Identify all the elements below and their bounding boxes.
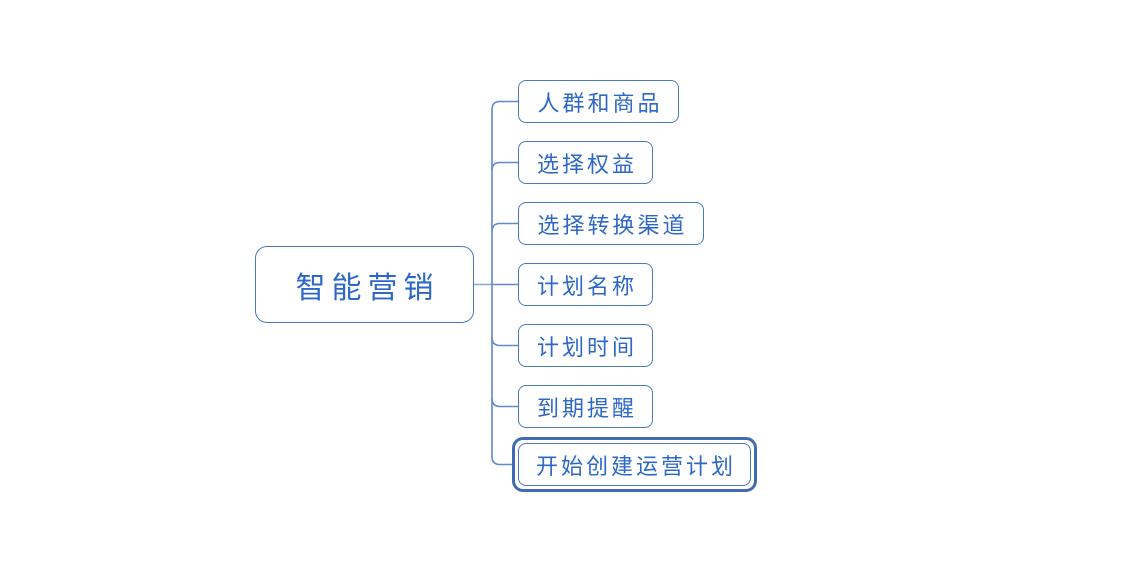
connector-branch bbox=[491, 397, 519, 408]
connector-branch bbox=[491, 336, 519, 347]
mindmap-node[interactable]: 计划名称 bbox=[518, 263, 653, 306]
mindmap-node[interactable]: 选择转换渠道 bbox=[518, 202, 704, 245]
mindmap-node[interactable]: 选择权益 bbox=[518, 141, 653, 184]
connector-branch bbox=[491, 100, 519, 111]
mindmap-node-selected[interactable]: 开始创建运营计划 bbox=[512, 437, 757, 492]
mindmap-node[interactable]: 到期提醒 bbox=[518, 385, 653, 428]
mindmap-node[interactable]: 人群和商品 bbox=[518, 80, 679, 123]
connector-branch bbox=[491, 222, 519, 233]
connector-branch bbox=[491, 455, 513, 466]
mindmap-node[interactable]: 计划时间 bbox=[518, 324, 653, 367]
mindmap-root-node[interactable]: 智能营销 bbox=[255, 246, 474, 323]
connector-branch bbox=[491, 161, 519, 172]
